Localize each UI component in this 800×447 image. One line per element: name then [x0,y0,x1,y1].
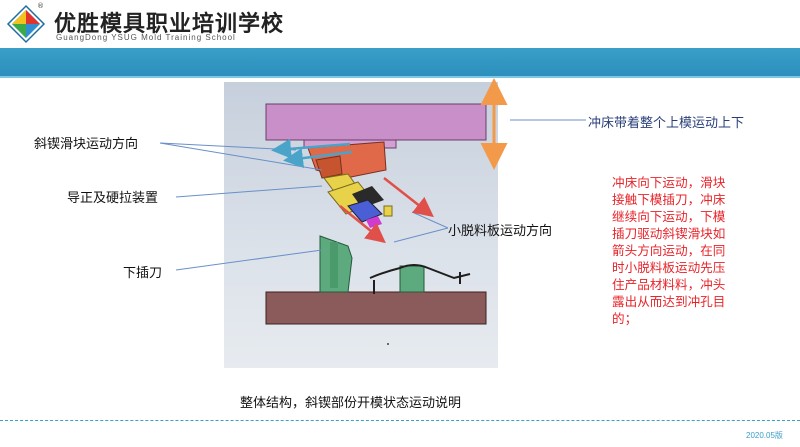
mold-figure [224,82,498,368]
school-logo-icon [6,4,46,44]
footer-divider [0,420,800,421]
dot-mark [387,343,389,345]
description-line: 住产品材料料，冲头 [612,277,726,292]
mold-drawing [265,103,487,345]
label-press-motion: 冲床带着整个上模运动上下 [588,116,745,131]
school-name: 优胜模具职业培训学校 [54,12,285,37]
description-line: 箭头方向运动，在同 [612,243,726,258]
label-stripper-direction: 小脱料板运动方向 [448,224,553,239]
guide-leader [175,185,323,198]
stripper-tip [383,205,393,217]
description-line: 插刀驱动斜锲滑块如 [612,226,726,241]
lower-block [399,265,425,293]
stripper-arrow-1 [383,177,434,218]
stripper-leader-2 [393,227,449,243]
description-line: 接触下模插刀，冲床 [612,192,726,207]
punch-block [347,199,383,223]
title-band-edge [0,76,800,78]
label-lower-insert: 下插刀 [123,266,163,281]
description-line: 继续向下运动，下模 [612,209,726,224]
slider-arrow-2 [283,148,353,169]
stripper-leader-1 [411,211,449,229]
school-subtitle: GuangDong YSUG Mold Training School [56,33,236,42]
registered-mark: ® [37,2,44,10]
description-line: 的； [612,311,638,326]
upper-plate [265,103,487,141]
version-label: 2020.05版 [746,431,783,440]
title-band [0,48,800,76]
label-slider-direction: 斜锲滑块运动方向 [34,137,139,152]
slider-arrow-1 [271,138,351,159]
insert-leader [175,249,323,271]
stripper-arrow-2 [339,205,386,244]
figure-caption: 整体结构，斜锲部份开模状态运动说明 [240,396,462,411]
slider-face [315,155,343,179]
description-line: 冲床向下运动，滑块 [612,175,726,190]
description-line: 时小脱料板运动先压 [612,260,726,275]
lower-insert-inner [330,242,338,288]
product-strip [369,264,471,280]
strip-legs [373,272,461,294]
description-text: 冲床向下运动，滑块 接触下模插刀，冲床 继续向下运动，下模 插刀驱动斜锲滑块如 … [612,174,772,327]
label-guide-pull: 导正及硬拉装置 [67,191,159,206]
lower-plate [265,291,487,325]
header: ® 优胜模具职业培训学校 GuangDong YSUG Mold Trainin… [0,0,800,48]
description-line: 露出从而达到冲孔目 [612,294,726,309]
